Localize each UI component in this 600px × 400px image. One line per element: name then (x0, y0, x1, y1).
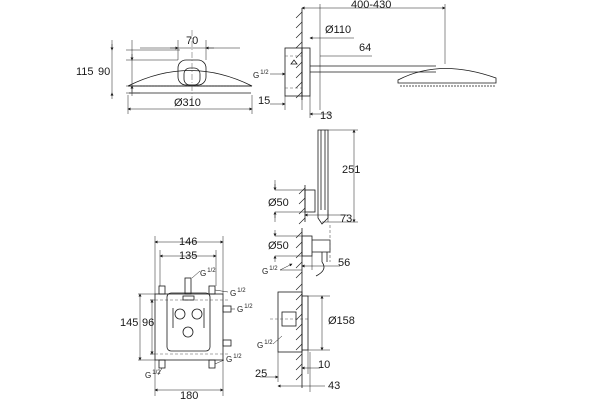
cover-plate (166, 292, 211, 352)
dim-arm-diameter: Ø110 (325, 24, 351, 36)
dim-head-diameter: Ø310 (174, 97, 201, 109)
hose (315, 261, 325, 277)
port-label-right-bottom: G1/2 (226, 354, 242, 364)
dim-depth-25: 25 (255, 368, 267, 380)
head-dome (127, 70, 253, 87)
dim-width-inner: 135 (179, 250, 197, 262)
side-conn-g: G1/2 (253, 70, 269, 80)
hand-shower-holder (304, 189, 316, 213)
hand-shower-body (317, 129, 329, 225)
dim-elbow-diameter: Ø50 (268, 240, 289, 252)
dim-depth-43: 43 (328, 380, 340, 392)
dim-arm-width: 70 (186, 35, 198, 47)
port-label-right-top: G1/2 (230, 288, 246, 298)
dim-arm-length: 400-430 (351, 0, 391, 11)
button-3 (182, 326, 194, 338)
wall-flange (301, 47, 311, 97)
thermostat-front-view: 146 135 145 96 G1/2 G1/2 G1/2 G1/2 G1/2 … (120, 236, 253, 400)
elbow-conn-g: G1/2 (262, 266, 278, 276)
shower-side-view: 400-430 Ø110 64 G1/2 15 13 (253, 0, 497, 122)
dim-height-outer-therm: 145 (120, 317, 138, 329)
outlet-elbow-view: Ø50 G1/2 56 (262, 225, 350, 280)
dim-height-outer: 115 (76, 66, 94, 78)
button-2 (191, 308, 203, 320)
dim-holder-projection: 73 (340, 213, 352, 225)
dim-offset-13: 13 (320, 110, 332, 122)
dim-depth-10: 10 (318, 359, 330, 371)
dim-holder-diameter: Ø50 (268, 197, 289, 209)
dim-head-offset: 64 (359, 42, 371, 54)
shower-head-front-view: 70 115 90 Ø310 (76, 30, 253, 114)
port-top (184, 277, 192, 295)
cover-plate-side (301, 295, 309, 351)
elbow-flange (301, 235, 313, 257)
port-label-top: G1/2 (200, 268, 216, 278)
thermostat-side-view: Ø158 G1/2 25 10 43 (255, 280, 355, 392)
dim-width-outer: 146 (179, 236, 197, 248)
port-label-left-bottom: G1/2 (145, 370, 161, 380)
head-side (397, 68, 497, 84)
wall-box (284, 47, 303, 97)
side-port-label: G1/2 (257, 340, 273, 350)
dim-height-inner-therm: 96 (142, 317, 154, 329)
elbow-body (312, 239, 331, 253)
dim-elbow-length: 56 (338, 257, 350, 269)
hand-shower-view: 251 Ø50 73 (268, 129, 360, 225)
port-label-right-mid: G1/2 (237, 304, 253, 314)
dim-height-inner: 90 (98, 66, 110, 78)
valve-body (281, 311, 297, 327)
button-1 (174, 308, 186, 320)
dim-hand-shower-length: 251 (342, 164, 360, 176)
dim-thermostat-diameter: Ø158 (328, 315, 355, 327)
dim-wall-depth: 15 (258, 95, 270, 107)
dim-base-width: 180 (180, 390, 198, 400)
